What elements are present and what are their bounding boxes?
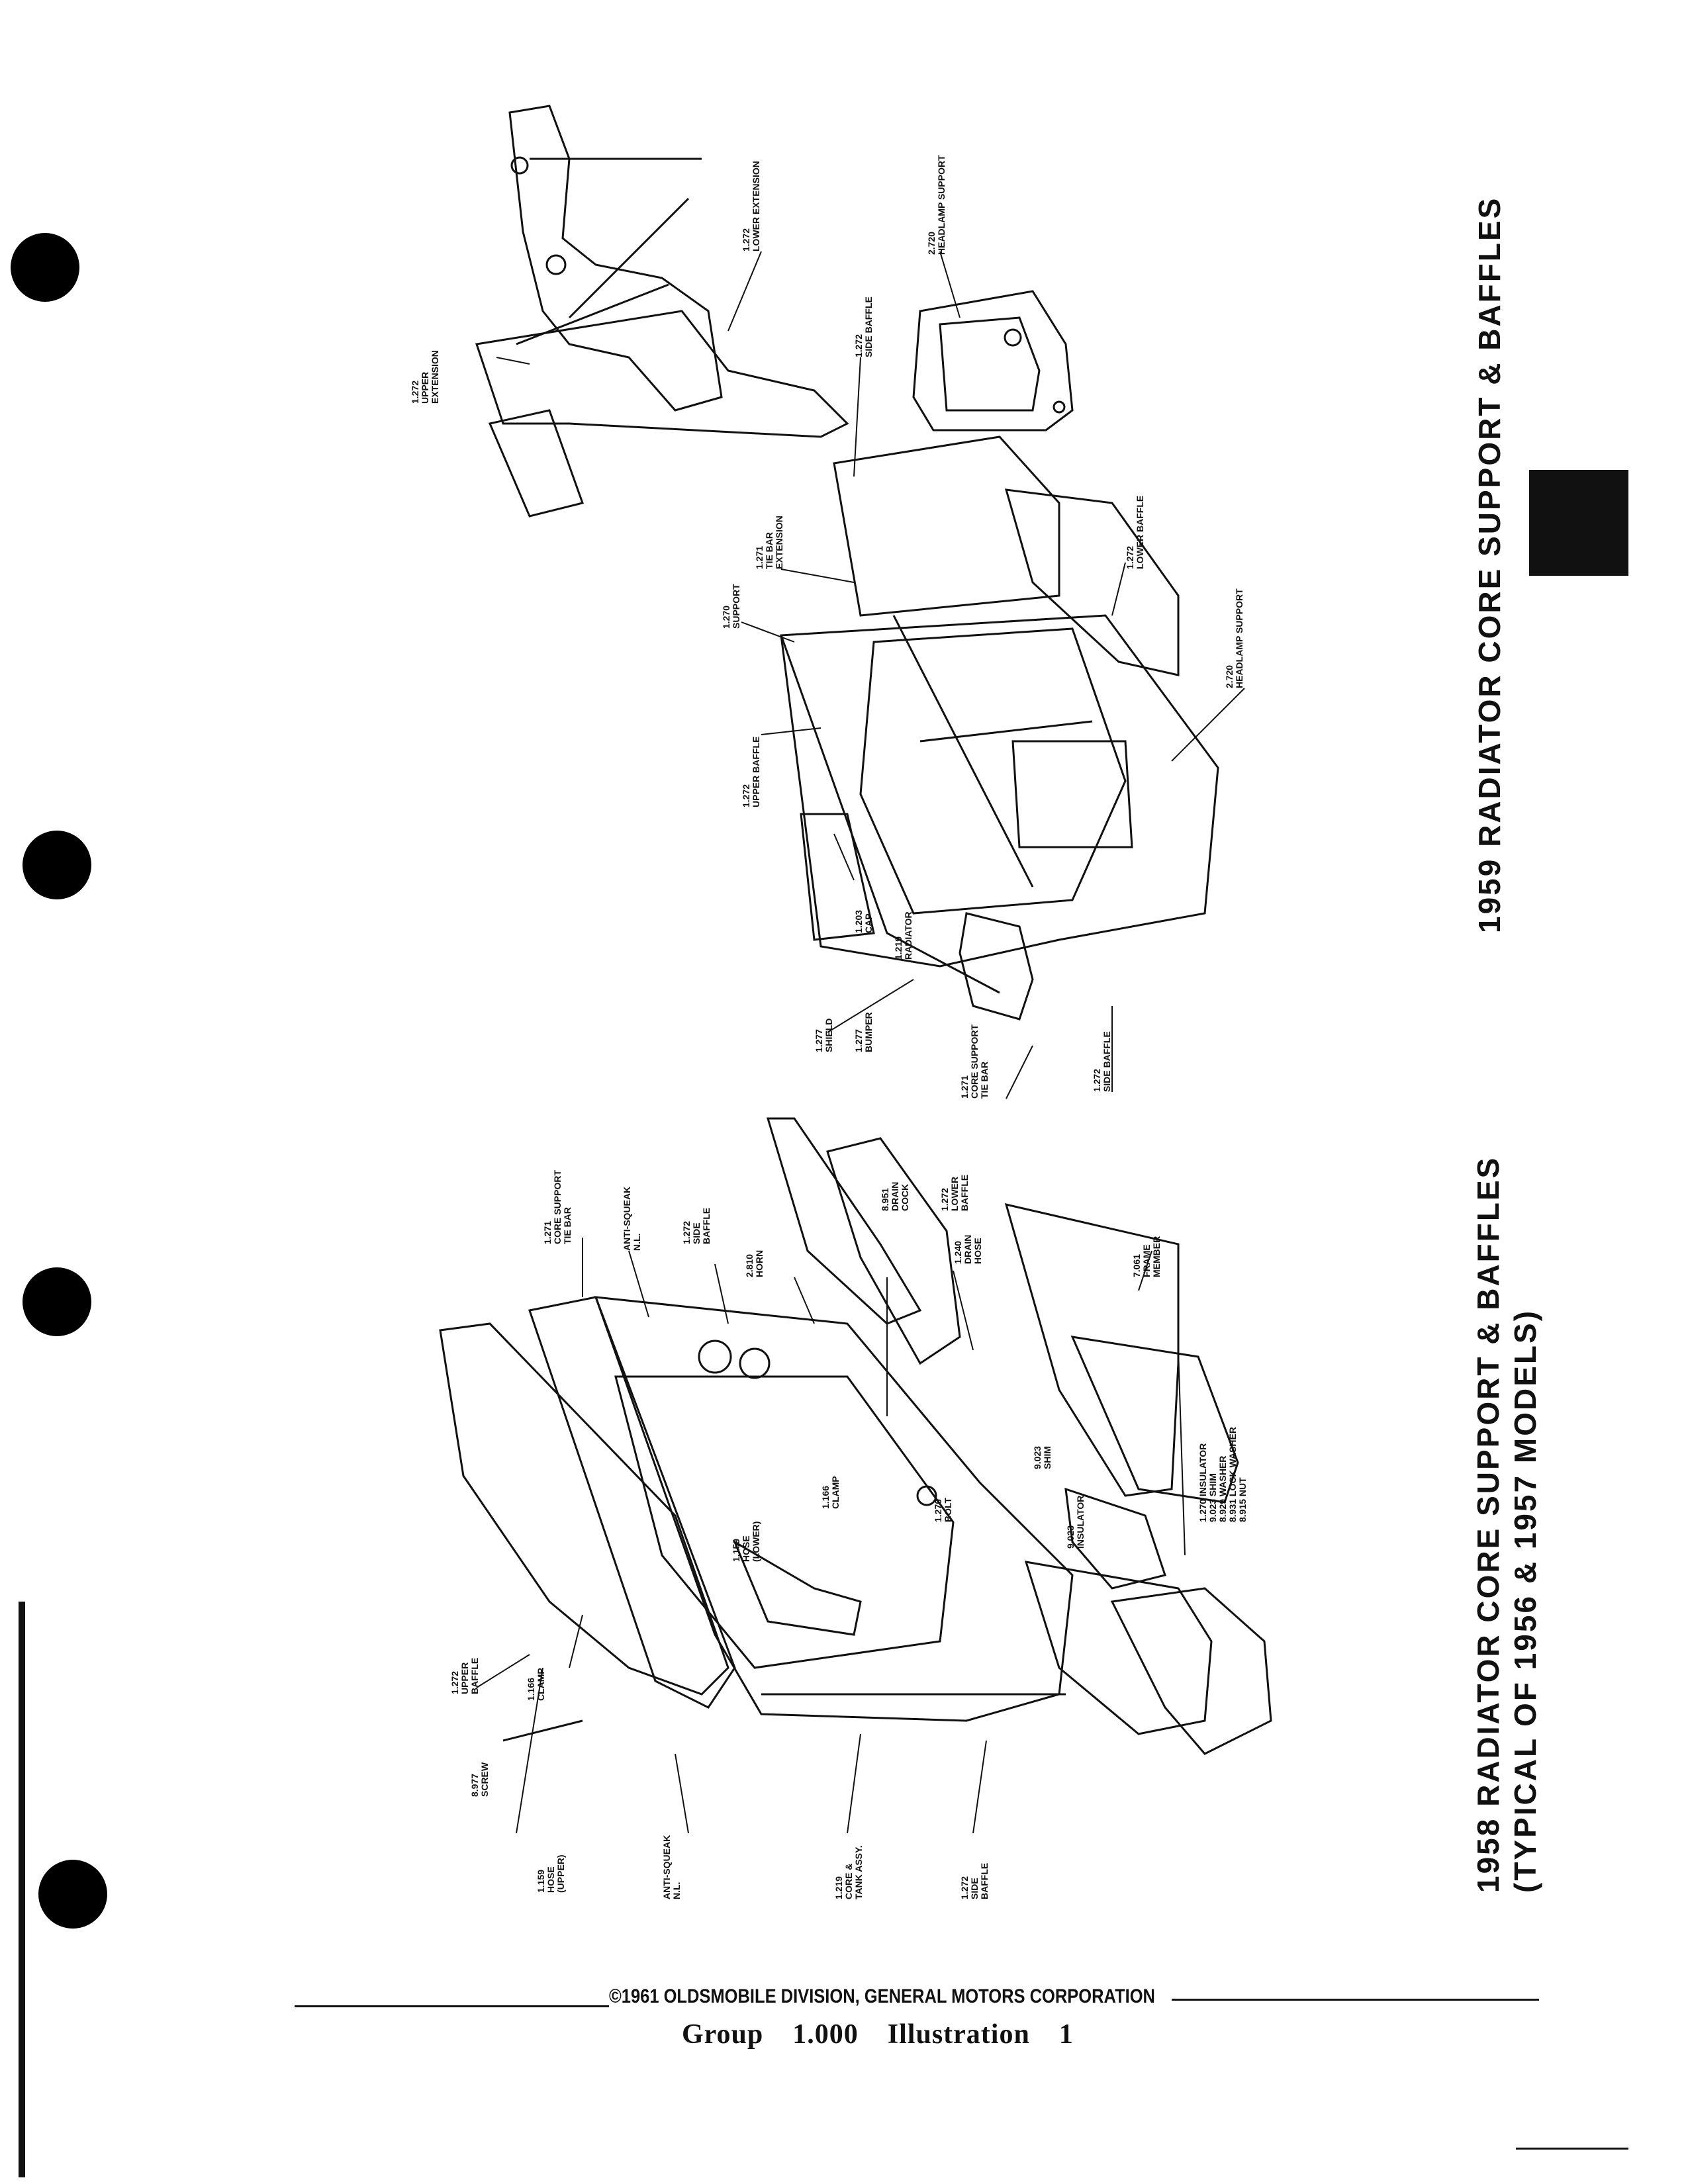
illustration-label: Illustration [887,2019,1030,2050]
illustration-value: 1 [1058,2019,1074,2050]
art-1959-radiator-assembly [780,435,1219,1021]
copyright-notice: ©1961 OLDSMOBILE DIVISION, GENERAL MOTOR… [609,1985,1155,2007]
group-value: 1.000 [792,2019,859,2050]
group-label: Group [682,2019,764,2050]
section-tab-block [1529,470,1628,576]
art-1959-upper-extension [475,105,849,518]
binder-hole-1 [11,233,79,302]
footer-rule-right [1172,1999,1539,2001]
leader-lines [476,251,1245,1834]
art-1959-headlamp-support [912,290,1074,432]
binder-hole-4 [38,1860,107,1929]
binder-hole-2 [23,831,91,899]
footer-rule-left [295,2005,609,2007]
art-1958-radiator-assembly [439,1117,1272,1755]
group-illustration-line: Group 1.000 Illustration 1 [682,2019,1103,2050]
footer-rule-corner [1516,2148,1628,2150]
left-margin-bar [19,1602,25,2177]
binder-hole-3 [23,1267,91,1336]
